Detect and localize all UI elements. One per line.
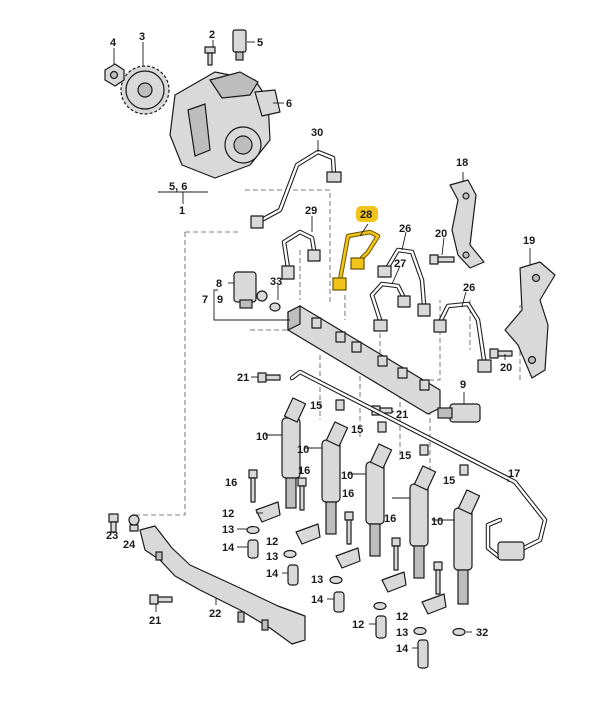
callout-14-1: 14 [222, 542, 235, 554]
callout-18: 18 [456, 157, 468, 169]
seal-washer-32 [452, 627, 466, 637]
callout-4: 4 [110, 37, 117, 49]
injector-5 [453, 489, 481, 605]
injector-1 [281, 397, 307, 509]
callout-27: 27 [394, 258, 406, 270]
callout-15-4: 15 [443, 475, 455, 487]
callout-13-1: 13 [222, 524, 234, 536]
bolt-21-bracket [149, 594, 173, 605]
injector-3 [365, 443, 393, 557]
callout-6: 6 [286, 98, 292, 110]
injector-2 [321, 421, 349, 535]
pipe-26-lower [433, 301, 492, 373]
callout-19: 19 [523, 235, 535, 247]
callout-21-bracket: 21 [149, 615, 161, 627]
callout-14-4: 14 [396, 643, 409, 655]
callout-13-3: 13 [311, 574, 323, 586]
callout-20-upper: 20 [435, 228, 447, 240]
callout-12-2: 12 [266, 536, 278, 548]
callout-32: 32 [476, 627, 488, 639]
callout-2: 2 [209, 29, 215, 41]
callout-16-1: 16 [225, 477, 237, 489]
clamp-set-4 [373, 571, 407, 639]
callout-7-9: 7 [202, 294, 208, 306]
heat-shield [139, 525, 306, 645]
callout-10-3: 10 [341, 470, 353, 482]
callout-9-right: 9 [460, 379, 466, 391]
pump-gear [120, 65, 170, 115]
callout-5-6: 5, 6 [169, 181, 187, 193]
callout-22: 22 [209, 608, 221, 620]
bolt-21-rail-left [257, 372, 281, 383]
injector-4 [409, 465, 437, 579]
pipe-30 [250, 149, 342, 229]
callout-26-lower: 26 [463, 282, 475, 294]
highlight-badge-28 [356, 206, 378, 222]
clip-24 [128, 514, 140, 532]
seal-ring [269, 302, 281, 312]
callout-10-4: 10 [431, 516, 443, 528]
callout-8: 8 [216, 278, 222, 290]
fuel-rail [287, 305, 441, 415]
clamp-set-1 [246, 501, 281, 559]
clamp-bolts [248, 469, 443, 595]
callout-28: 28 [360, 209, 372, 221]
high-pressure-pump [169, 71, 281, 179]
pipe-29 [281, 229, 321, 280]
pressure-regulator [437, 403, 481, 423]
callout-16-3: 16 [342, 488, 354, 500]
clamp-set-3 [329, 547, 361, 613]
clamp-set-2 [283, 523, 321, 586]
callout-33: 33 [270, 276, 282, 288]
callout-10-2: 10 [297, 444, 309, 456]
pump-bolt-2 [204, 46, 216, 66]
pump-plug-5 [232, 29, 247, 61]
callout-21-right: 21 [396, 409, 408, 421]
bracket-18 [449, 179, 485, 269]
callout-3: 3 [139, 31, 145, 43]
callout-15-3: 15 [399, 450, 411, 462]
clamp-set-5 [413, 593, 447, 669]
bolt-20-upper [429, 254, 455, 265]
bracket-19 [504, 261, 556, 379]
pipe-28-highlighted [332, 229, 381, 291]
leak-off-line [289, 369, 548, 561]
callout-12-1: 12 [222, 508, 234, 520]
callout-13-2: 13 [266, 551, 278, 563]
callout-15-2: 15 [351, 424, 363, 436]
callout-14-3: 14 [311, 594, 324, 606]
callout-labels: 4 3 2 5 6 5, 6 1 30 29 28 26 27 26 20 18… [106, 29, 535, 655]
callout-29: 29 [305, 205, 317, 217]
callout-20-lower: 20 [500, 362, 512, 374]
gear-nut [104, 63, 125, 87]
callout-30: 30 [311, 127, 323, 139]
callout-14-2: 14 [266, 568, 279, 580]
callout-14-5: 12 [352, 619, 364, 631]
pipe-27 [369, 281, 411, 332]
callout-9-left: 9 [217, 294, 223, 306]
leader-lines [113, 40, 531, 649]
callout-21-rail: 21 [237, 372, 249, 384]
callout-13-4: 13 [396, 627, 408, 639]
bolt-20-lower [489, 348, 513, 359]
callout-16-2: 16 [298, 465, 310, 477]
pipe-26-upper [377, 247, 431, 317]
callout-12-3: 12 [396, 611, 408, 623]
callout-17: 17 [508, 468, 520, 480]
callout-16-4: 16 [384, 513, 396, 525]
bolt-23 [108, 513, 119, 533]
callout-23: 23 [106, 530, 118, 542]
pressure-sensor [233, 271, 268, 309]
callout-10-1: 10 [256, 431, 268, 443]
callout-26-upper: 26 [399, 223, 411, 235]
callout-1: 1 [179, 205, 185, 217]
callout-15-1: 15 [310, 400, 322, 412]
callout-5: 5 [257, 37, 263, 49]
callout-24: 24 [123, 539, 136, 551]
